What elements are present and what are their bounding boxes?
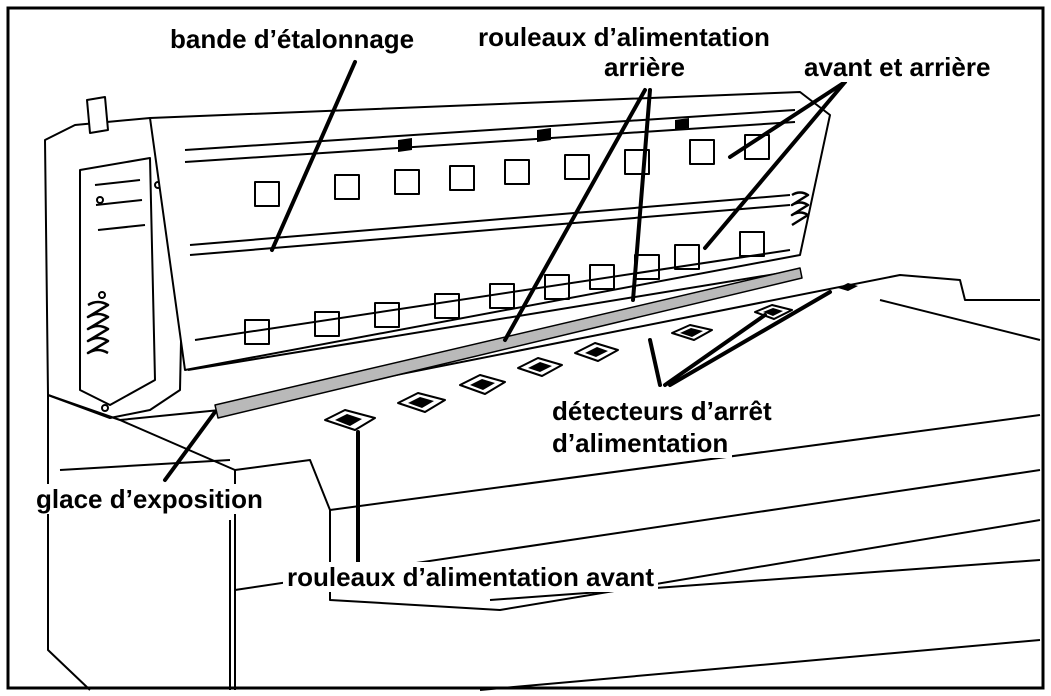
label-feed-stop-detectors-line1: détecteurs d’arrêt <box>548 396 776 426</box>
calibration-strip-band <box>214 267 803 419</box>
label-front-feed-rollers: rouleaux d’alimentation avant <box>283 562 658 592</box>
scanner-illustration <box>44 91 1041 691</box>
label-exposure-glass: glace d’exposition <box>32 484 267 514</box>
leader-front-rear-b <box>703 80 847 250</box>
label-rear-feed-rollers-line2: arrière <box>600 52 689 82</box>
leader-detectors-a <box>648 338 662 387</box>
label-rear-feed-rollers-line1: rouleaux d’alimentation <box>474 22 774 52</box>
label-calibration-strip: bande d’étalonnage <box>166 24 419 54</box>
leader-calibration-strip <box>270 60 357 252</box>
leader-detectors-c <box>668 290 832 387</box>
leader-exposure-glass <box>163 410 217 482</box>
leader-rear-rollers-a <box>503 88 647 342</box>
leader-detectors-b <box>663 313 767 387</box>
label-front-and-rear: avant et arrière <box>800 52 995 82</box>
leader-front-rear-a <box>728 80 847 159</box>
leader-lines <box>163 60 847 564</box>
leader-rear-rollers-b <box>631 88 652 302</box>
label-feed-stop-detectors-line2: d’alimentation <box>548 428 733 458</box>
